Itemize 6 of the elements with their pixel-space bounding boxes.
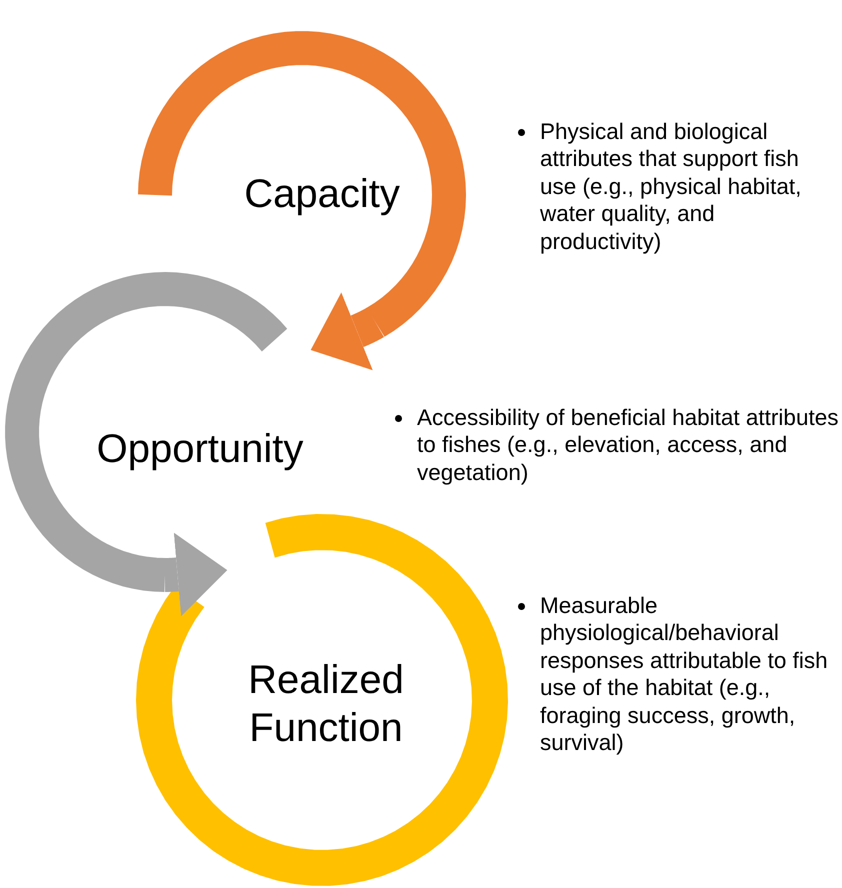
description-text: Accessibility of beneficial habitat attributes to fishes (e.g., elevation, access, and vegetation) (417, 404, 840, 486)
description-text: Measurable physiological/behavioral responses attributable to fish use of the habitat (e.g., foraging success, growth, survival) (540, 592, 829, 757)
stage-label: Capacity (243, 171, 401, 218)
stage-label: Opportunity (96, 426, 304, 473)
description-text: Physical and biological attributes that support fish use (e.g., physical habitat, water quality, and productivity) (540, 118, 802, 256)
stage-label: Realized Function (247, 657, 405, 752)
